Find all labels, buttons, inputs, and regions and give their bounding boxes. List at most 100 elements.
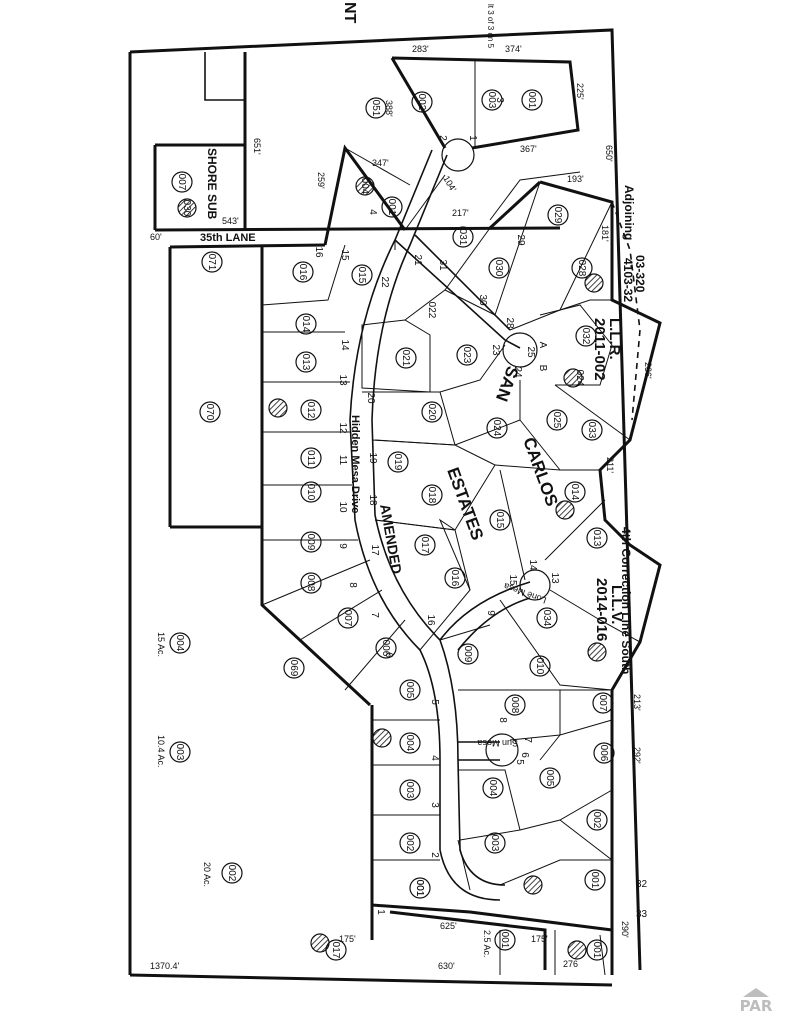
parcel-label: 015 xyxy=(494,512,505,529)
dimensions: 283' 374' 225' 650' 388' 367' 651' 347' … xyxy=(150,44,653,971)
parcel-label: 003 xyxy=(486,92,497,109)
correction-line-note: 4th Correction Line South xyxy=(619,527,633,674)
lot-label: 22 xyxy=(379,276,390,288)
parcel-label: 021 xyxy=(400,350,411,367)
dim: 276 xyxy=(563,959,578,969)
lot-label: 14 xyxy=(527,559,538,571)
parcel-label: 004 xyxy=(174,635,185,652)
lot-label: 15 xyxy=(507,574,518,586)
lot-label: 9 xyxy=(485,610,496,616)
title-carlos: CARLOS xyxy=(519,435,561,509)
lot-label: 2 xyxy=(429,852,440,858)
parcel-label: 025 xyxy=(551,412,562,429)
lot-label: 25 xyxy=(525,346,536,358)
lot-label: 8 xyxy=(347,582,358,588)
parcel-label: 014 xyxy=(300,316,311,333)
dim: 650' xyxy=(604,145,614,162)
parcel-label: 001 xyxy=(526,92,537,109)
parcel-label: 010 xyxy=(534,658,545,675)
dim: 367' xyxy=(520,144,537,154)
dim: 175' xyxy=(339,934,356,944)
parcel-label: 034 xyxy=(541,610,552,627)
parcel-label: 008 xyxy=(305,575,316,592)
parcel-label: 004 xyxy=(487,780,498,797)
parcel-label: 030 xyxy=(493,260,504,277)
parcel-label: 004 xyxy=(404,735,415,752)
dim: 283' xyxy=(412,44,429,54)
lot-label: 19 xyxy=(367,452,378,464)
parcel-label: 005 xyxy=(404,682,415,699)
lot-label: 9 xyxy=(337,543,348,549)
lot-lines xyxy=(261,60,641,976)
lot-label: 24 xyxy=(512,366,523,378)
parcel-label: 002 xyxy=(591,812,602,829)
lot-label: A xyxy=(537,342,548,349)
street-labels: 35th LANE Hidden Mesa Drive Lone Mesa Su… xyxy=(200,232,548,748)
top-note: lt 3 of 3 on 5 xyxy=(486,4,495,49)
lot-label: 12 xyxy=(337,422,348,434)
parcel-label: 023 xyxy=(461,347,472,364)
parcel-label: 001 xyxy=(414,880,425,897)
title-san: SAN xyxy=(492,364,522,404)
lot-label: 10 xyxy=(337,501,348,513)
street-sun-mesa: Sun Mesa xyxy=(477,738,518,748)
dim: 625' xyxy=(440,921,457,931)
lot-label: 16 xyxy=(425,614,436,626)
dim: 236' xyxy=(643,362,653,379)
adjoining-note: Adjoining xyxy=(622,185,636,240)
parcel-label: 069 xyxy=(288,660,299,677)
lot-label: 1 xyxy=(375,909,386,915)
parcel-label: 013 xyxy=(300,354,311,371)
acreage: 20 Ac. xyxy=(202,862,212,887)
parcel-label: 031 xyxy=(457,229,468,246)
parcel-circles xyxy=(169,89,615,961)
lot-label: 18 xyxy=(367,494,378,506)
dim: 104' xyxy=(441,174,458,194)
parcel-label: 009 xyxy=(305,534,316,551)
parcel-label: 006 xyxy=(380,640,391,657)
lot-label: 6 xyxy=(383,652,394,658)
parcel-label: 029 xyxy=(552,207,563,224)
lot-label: 17 xyxy=(369,544,380,556)
parcel-label: 032 xyxy=(580,328,591,345)
parcel-label: 016 xyxy=(449,570,460,587)
dim: 175' xyxy=(531,934,548,944)
parcel-label: 003 xyxy=(174,744,185,761)
section-32: 32 xyxy=(636,879,648,890)
lot-label: 11 xyxy=(337,455,348,466)
llr-number: 2011-002 xyxy=(591,318,608,381)
lot-label: B xyxy=(537,365,548,372)
lot-label: 4 xyxy=(367,209,378,215)
dim: 225' xyxy=(575,83,585,100)
dim: 388' xyxy=(384,100,394,117)
dim: 292' xyxy=(632,747,642,764)
lot-label: 8 xyxy=(497,717,508,723)
lot-label: 2 xyxy=(437,135,448,141)
dim: 543' xyxy=(222,216,239,226)
parcel-label: 011 xyxy=(305,450,316,466)
parcel-label: 020 xyxy=(426,404,437,421)
parcel-label: 009 xyxy=(462,646,473,663)
dim: 630' xyxy=(438,961,455,971)
lot-numbers: 1 2 3 4 15 16 22 21 31 30 29 28 14 13 12… xyxy=(313,97,560,915)
parcel-label: 005 xyxy=(544,770,555,787)
parcel-label: 017 xyxy=(330,942,341,959)
shore-sub-note: SHORE SUB xyxy=(205,148,219,220)
lot-label: 13 xyxy=(337,374,348,386)
lot-label: 3 xyxy=(494,97,505,103)
lot-label: 13 xyxy=(549,572,560,584)
parcel-label: 003 xyxy=(489,835,500,852)
lot-label: 4 xyxy=(429,755,440,761)
parcel-label: 019 xyxy=(392,454,403,471)
acreage: 15 Ac. xyxy=(156,632,166,657)
parcel-label: 002 xyxy=(404,835,415,852)
lot-label: 16 xyxy=(313,246,324,258)
street-35th-lane: 35th LANE xyxy=(200,232,256,244)
dim: 651' xyxy=(252,138,262,155)
parcel-label: 014 xyxy=(569,484,580,501)
lot-label: 5 xyxy=(514,759,525,765)
parcel-label: 001 xyxy=(591,942,602,959)
parcel-label: 028 xyxy=(576,260,587,277)
parcel-label: 024 xyxy=(574,370,585,387)
